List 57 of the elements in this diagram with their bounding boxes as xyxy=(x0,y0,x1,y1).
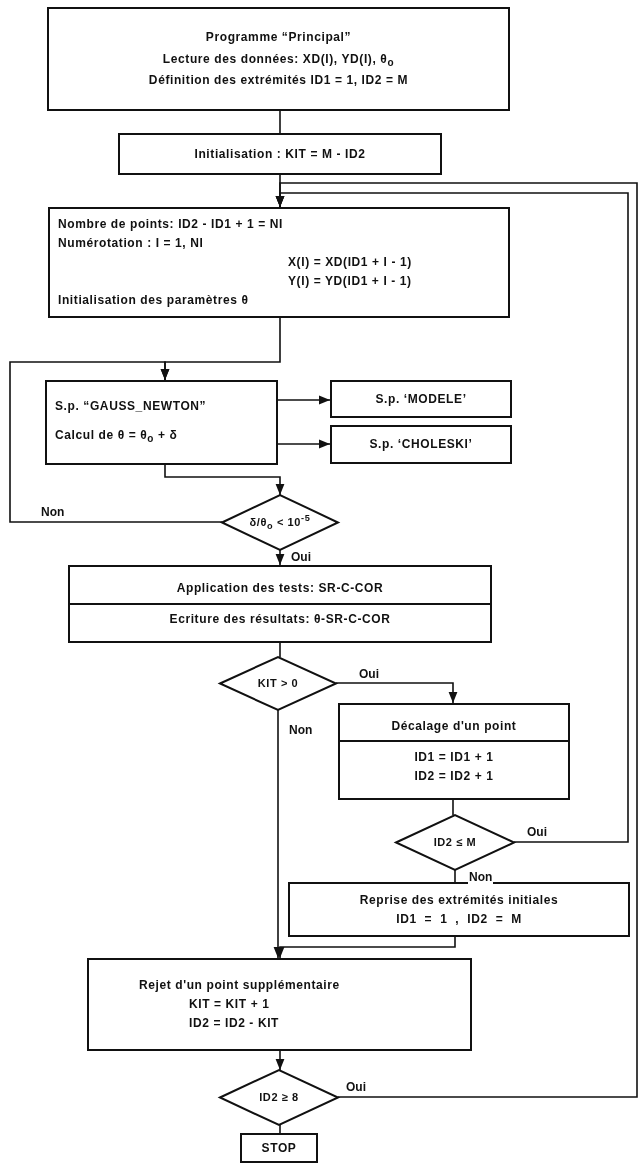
decision-diamond xyxy=(220,1070,338,1125)
step-text: S.p. “GAUSS_NEWTON” xyxy=(54,398,208,416)
step-text: S.p. ‘CHOLESKI’ xyxy=(368,436,474,453)
decision-diamond xyxy=(222,495,338,550)
step-text: Y(I) = YD(ID1 + I - 1) xyxy=(287,273,413,290)
step-text: Ecriture des résultats: θ-SR-C-COR xyxy=(168,611,392,628)
connector-line xyxy=(454,869,456,883)
terminal-box xyxy=(240,1133,318,1163)
process-box xyxy=(47,7,510,111)
step-text: KIT > 0 xyxy=(257,676,299,691)
connector-line xyxy=(452,799,454,816)
step-text: Initialisation des paramètres θ xyxy=(57,292,250,309)
step-text: Nombre de points: ID2 - ID1 + 1 = NI xyxy=(57,216,284,233)
decision-diamond xyxy=(396,815,514,870)
process-box xyxy=(330,425,512,464)
flow-arrow xyxy=(275,549,285,566)
step-text: Définition des extrémités ID1 = 1, ID2 = M xyxy=(147,72,410,90)
flow-arrow xyxy=(335,682,458,704)
step-text: Décalage d'un point xyxy=(340,713,568,742)
process-box xyxy=(338,703,570,800)
step-text: Application des tests: SR-C-COR xyxy=(70,574,490,605)
flow-arrow xyxy=(275,182,638,1098)
step-text: ID1 = 1 , ID2 = M xyxy=(395,910,523,928)
decision-diamond xyxy=(220,657,336,710)
step-text: X(I) = XD(ID1 + I - 1) xyxy=(287,254,413,271)
flow-arrow xyxy=(277,439,331,449)
step-text: ID2 ≥ 8 xyxy=(259,1090,299,1105)
step-text: Calcul de θ = θ$_{o}$ + δ xyxy=(54,427,179,447)
flow-arrow xyxy=(9,361,223,523)
step-text: Reprise des extrémités initiales xyxy=(358,891,560,909)
process-box xyxy=(118,133,442,175)
step-text: ID2 ≤ M xyxy=(433,835,477,850)
process-box xyxy=(45,380,278,465)
step-text: Programme “Principal” xyxy=(204,28,353,46)
step-text: ID1 = ID1 + 1 xyxy=(413,749,495,766)
step-text: Lecture des données: XD(I), YD(I), θ$_{o}$ xyxy=(161,50,396,70)
step-text: δ/θ$_{o}$ < 10$^{-5}$ xyxy=(249,512,311,533)
connector-line xyxy=(279,642,281,658)
step-text: Rejet d'un point supplémentaire xyxy=(138,977,341,994)
process-box xyxy=(288,882,630,937)
flow-arrow xyxy=(164,464,285,496)
step-text: ID2 = ID2 + 1 xyxy=(413,768,495,785)
edge-label: Non xyxy=(468,871,494,885)
process-box xyxy=(330,380,512,418)
flow-arrow xyxy=(275,1050,285,1071)
process-box xyxy=(87,958,472,1051)
connector-line xyxy=(279,1124,281,1134)
connector-line xyxy=(279,110,281,134)
flow-arrow xyxy=(277,395,331,405)
step-text: KIT = KIT + 1 xyxy=(188,996,271,1013)
process-box xyxy=(48,207,510,318)
step-text: S.p. ‘MODELE’ xyxy=(374,390,468,408)
step-text: Numérotation : I = 1, NI xyxy=(57,235,205,252)
step-text: Initialisation : KIT = M - ID2 xyxy=(193,145,367,163)
step-text: ID2 = ID2 - KIT xyxy=(188,1015,281,1032)
process-box xyxy=(68,565,492,643)
step-text: STOP xyxy=(260,1139,298,1157)
